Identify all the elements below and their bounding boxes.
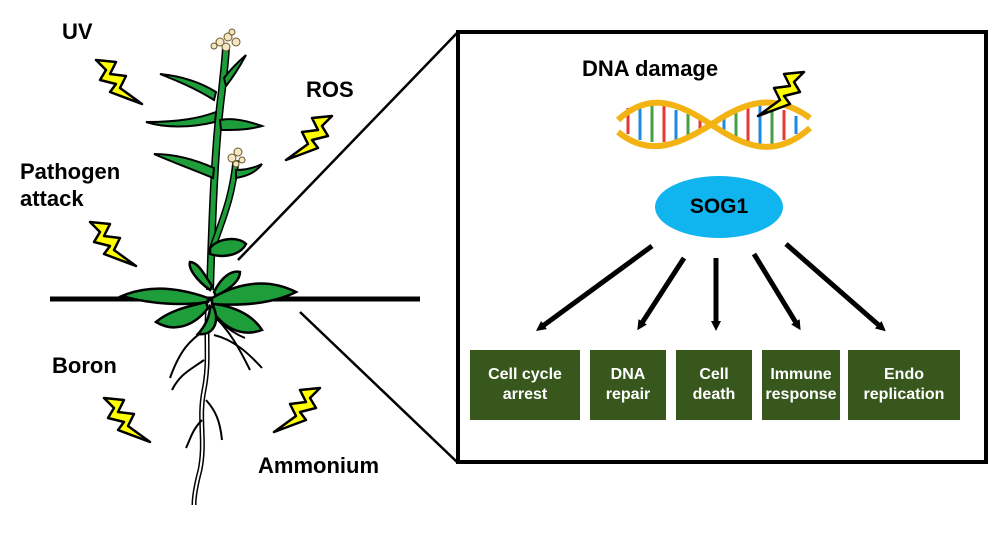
stressor-label-line: Pathogen: [20, 159, 121, 184]
stressor-label-line: attack: [20, 186, 84, 211]
outcome-immune-response: Immune response: [762, 350, 840, 420]
dna-damage-label: DNA damage: [582, 56, 719, 81]
sog1-node: SOG1: [655, 176, 783, 238]
lightning-bolt-icon: [284, 114, 334, 162]
arrow-to-cell-cycle-arrest: [535, 243, 654, 331]
arrow-to-endo-replication: [784, 242, 886, 332]
outcome-label-line: response: [765, 386, 837, 403]
stressor-label-ammonium: Ammonium: [258, 453, 379, 478]
stressor-label-uv: UV: [62, 19, 93, 44]
outcome-label-line: repair: [605, 386, 651, 403]
outcome-label-line: DNA: [610, 366, 646, 383]
outcome-label-line: Cell cycle: [488, 366, 562, 383]
lightning-bolt-icon: [94, 58, 144, 106]
stressor-label-ros: ROS: [306, 77, 354, 102]
outcome-label-line: replication: [863, 386, 945, 403]
zoom-line-top: [237, 32, 458, 261]
outcome-label-line: Endo: [884, 366, 924, 383]
stressor-label-boron: Boron: [52, 353, 117, 378]
lightning-bolt-icon: [272, 386, 322, 434]
plant-icon: [118, 28, 299, 336]
outcome-endo-replication: Endo replication: [848, 350, 960, 420]
outcome-cell-cycle-arrest: Cell cycle arrest: [470, 350, 580, 420]
lightning-bolt-icon: [102, 396, 152, 444]
stressor-label-pathogen-attack: Pathogen attack: [20, 158, 120, 212]
outcome-label-line: Cell: [699, 366, 729, 383]
outcome-label-line: Immune: [770, 366, 832, 383]
arrow-to-dna-repair: [637, 256, 687, 331]
zoom-line-bottom: [299, 311, 458, 463]
lightning-bolt-icon: [88, 220, 138, 268]
roots: [169, 304, 263, 506]
outcome-label-line: death: [692, 386, 736, 403]
outcome-cell-death: Cell death: [676, 350, 752, 420]
arrow-to-immune-response: [751, 252, 801, 331]
outcome-label-line: arrest: [502, 386, 548, 403]
arrows: [535, 242, 886, 332]
outcome-dna-repair: DNA repair: [590, 350, 666, 420]
